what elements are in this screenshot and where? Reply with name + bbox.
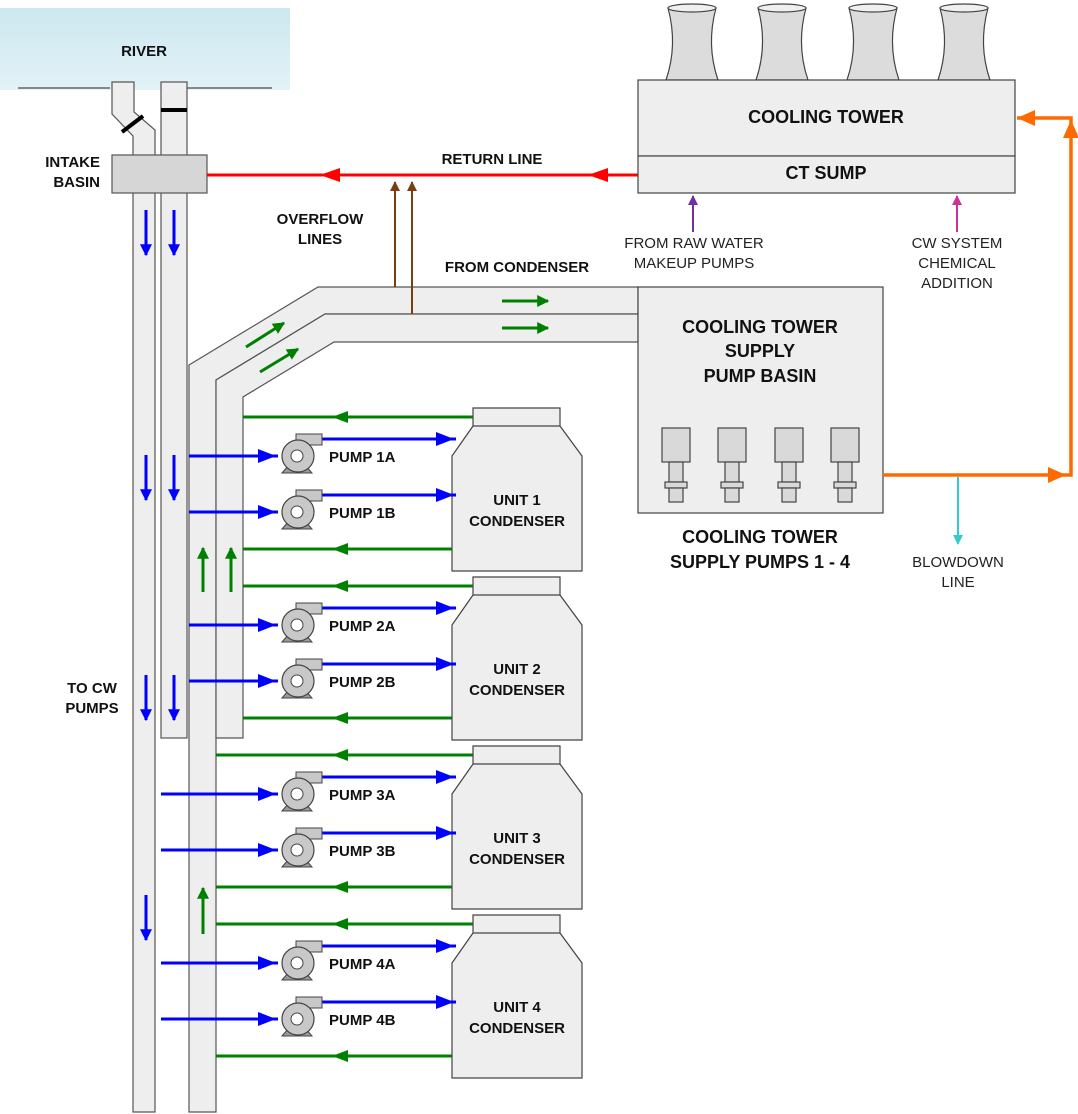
raw-water-label-1: FROM RAW WATER [624, 235, 764, 252]
overflow-lines-label-2: LINES [298, 231, 342, 248]
return-line-label: RETURN LINE [442, 151, 543, 168]
unit-condenser [451, 745, 583, 910]
tower-feed-line [883, 116, 1073, 477]
pump-eye [290, 618, 304, 632]
blue-arrow [258, 843, 276, 857]
blowdown-label-2: LINE [941, 574, 974, 591]
pump-label: PUMP 1B [329, 505, 396, 522]
unit-name-line-2: CONDENSER [469, 851, 565, 868]
green-arrow [332, 712, 348, 724]
unit-3-group: UNIT 3 CONDENSER PUMP 3A PUMP 3B [161, 745, 583, 910]
pump-label: PUMP 1A [329, 449, 396, 466]
blue-arrow [258, 449, 276, 463]
blue-arrow [436, 770, 454, 784]
pump-eye [290, 505, 304, 519]
pump-eye [290, 449, 304, 463]
units-layer: UNIT 1 CONDENSER PUMP 1A PUMP 1B UNIT 2 CONDE… [161, 407, 583, 1079]
pump-label: PUMP 2B [329, 674, 396, 691]
to-cw-pumps-label-2: PUMPS [65, 700, 118, 717]
green-arrow [332, 411, 348, 423]
green-arrow [332, 543, 348, 555]
ct-sump-label: CT SUMP [786, 163, 867, 183]
cooling-tower-label: COOLING TOWER [748, 107, 904, 127]
chemical-addition-label-2: CHEMICAL [918, 255, 996, 272]
return-line-arrow-2 [320, 168, 340, 182]
blue-arrow [258, 618, 276, 632]
chemical-addition-label-3: ADDITION [921, 275, 993, 292]
blue-arrow [436, 432, 454, 446]
blue-arrow [258, 1012, 276, 1026]
blue-arrow [436, 488, 454, 502]
supply-pumps-label-1: COOLING TOWER [682, 527, 838, 547]
pump-eye [290, 956, 304, 970]
tower-feed-arrow-2 [1063, 120, 1078, 138]
river [0, 8, 290, 90]
unit-condenser [451, 407, 583, 572]
supply-pumps-label-2: SUPPLY PUMPS 1 - 4 [670, 552, 850, 572]
green-arrow [332, 881, 348, 893]
to-cw-pumps-label-1: TO CW [67, 680, 118, 697]
tower-feed-arrow-1 [1048, 467, 1066, 483]
blue-arrow [258, 674, 276, 688]
blue-arrow [436, 939, 454, 953]
return-line-arrow-1 [588, 168, 608, 182]
pump-label: PUMP 2A [329, 618, 396, 635]
unit-4-group: UNIT 4 CONDENSER PUMP 4A PUMP 4B [161, 914, 583, 1079]
supply-basin-label-3: PUMP BASIN [704, 366, 817, 386]
condenser-return-pipe-inner [215, 313, 639, 739]
blue-arrow [258, 956, 276, 970]
blue-arrow [258, 787, 276, 801]
pump-label: PUMP 4A [329, 956, 396, 973]
intake-pipe-left [111, 81, 156, 1113]
cooling-tower-stacks [665, 3, 991, 81]
return-flow-arrows [197, 295, 550, 934]
supply-pumps-icons [661, 427, 860, 503]
from-condenser-label: FROM CONDENSER [445, 259, 589, 276]
green-arrow [332, 749, 348, 761]
intake-basin [111, 154, 208, 194]
blue-arrow [258, 505, 276, 519]
unit-name-line-2: CONDENSER [469, 682, 565, 699]
pump-eye [290, 787, 304, 801]
unit-name-line-1: UNIT 2 [493, 661, 541, 678]
pump-label: PUMP 3B [329, 843, 396, 860]
pump-label: PUMP 4B [329, 1012, 396, 1029]
unit-condenser [451, 576, 583, 741]
green-arrow [332, 918, 348, 930]
green-arrow [332, 580, 348, 592]
unit-name-line-2: CONDENSER [469, 1020, 565, 1037]
intake-basin-label-1: INTAKE [45, 154, 100, 171]
unit-condenser [451, 914, 583, 1079]
chemical-addition-label-1: CW SYSTEM [912, 235, 1003, 252]
blue-arrow [436, 601, 454, 615]
unit-1-group: UNIT 1 CONDENSER PUMP 1A PUMP 1B [189, 407, 583, 572]
blue-arrow [436, 995, 454, 1009]
ct-sump [637, 155, 1016, 194]
blue-arrow [436, 657, 454, 671]
green-arrow [332, 1050, 348, 1062]
blowdown-label-1: BLOWDOWN [912, 554, 1004, 571]
pump-eye [290, 843, 304, 857]
intake-gate-left [120, 114, 145, 134]
cooling-tower [637, 79, 1016, 157]
unit-name-line-1: UNIT 1 [493, 492, 541, 509]
unit-name-line-2: CONDENSER [469, 513, 565, 530]
pump-eye [290, 1012, 304, 1026]
raw-water-label-2: MAKEUP PUMPS [634, 255, 755, 272]
unit-2-group: UNIT 2 CONDENSER PUMP 2A PUMP 2B [189, 576, 583, 741]
intake-basin-label-2: BASIN [53, 174, 100, 191]
unit-name-line-1: UNIT 3 [493, 830, 541, 847]
river-label: RIVER [121, 43, 167, 60]
blue-arrow [436, 826, 454, 840]
pump-label: PUMP 3A [329, 787, 396, 804]
intake-flow-arrows [140, 210, 180, 942]
supply-basin-label-1: COOLING TOWER [682, 317, 838, 337]
supply-basin-label-2: SUPPLY [725, 341, 795, 361]
overflow-lines-label-1: OVERFLOW [277, 211, 365, 228]
tower-feed-arrow-3 [1017, 110, 1035, 126]
unit-name-line-1: UNIT 4 [493, 999, 541, 1016]
pump-eye [290, 674, 304, 688]
